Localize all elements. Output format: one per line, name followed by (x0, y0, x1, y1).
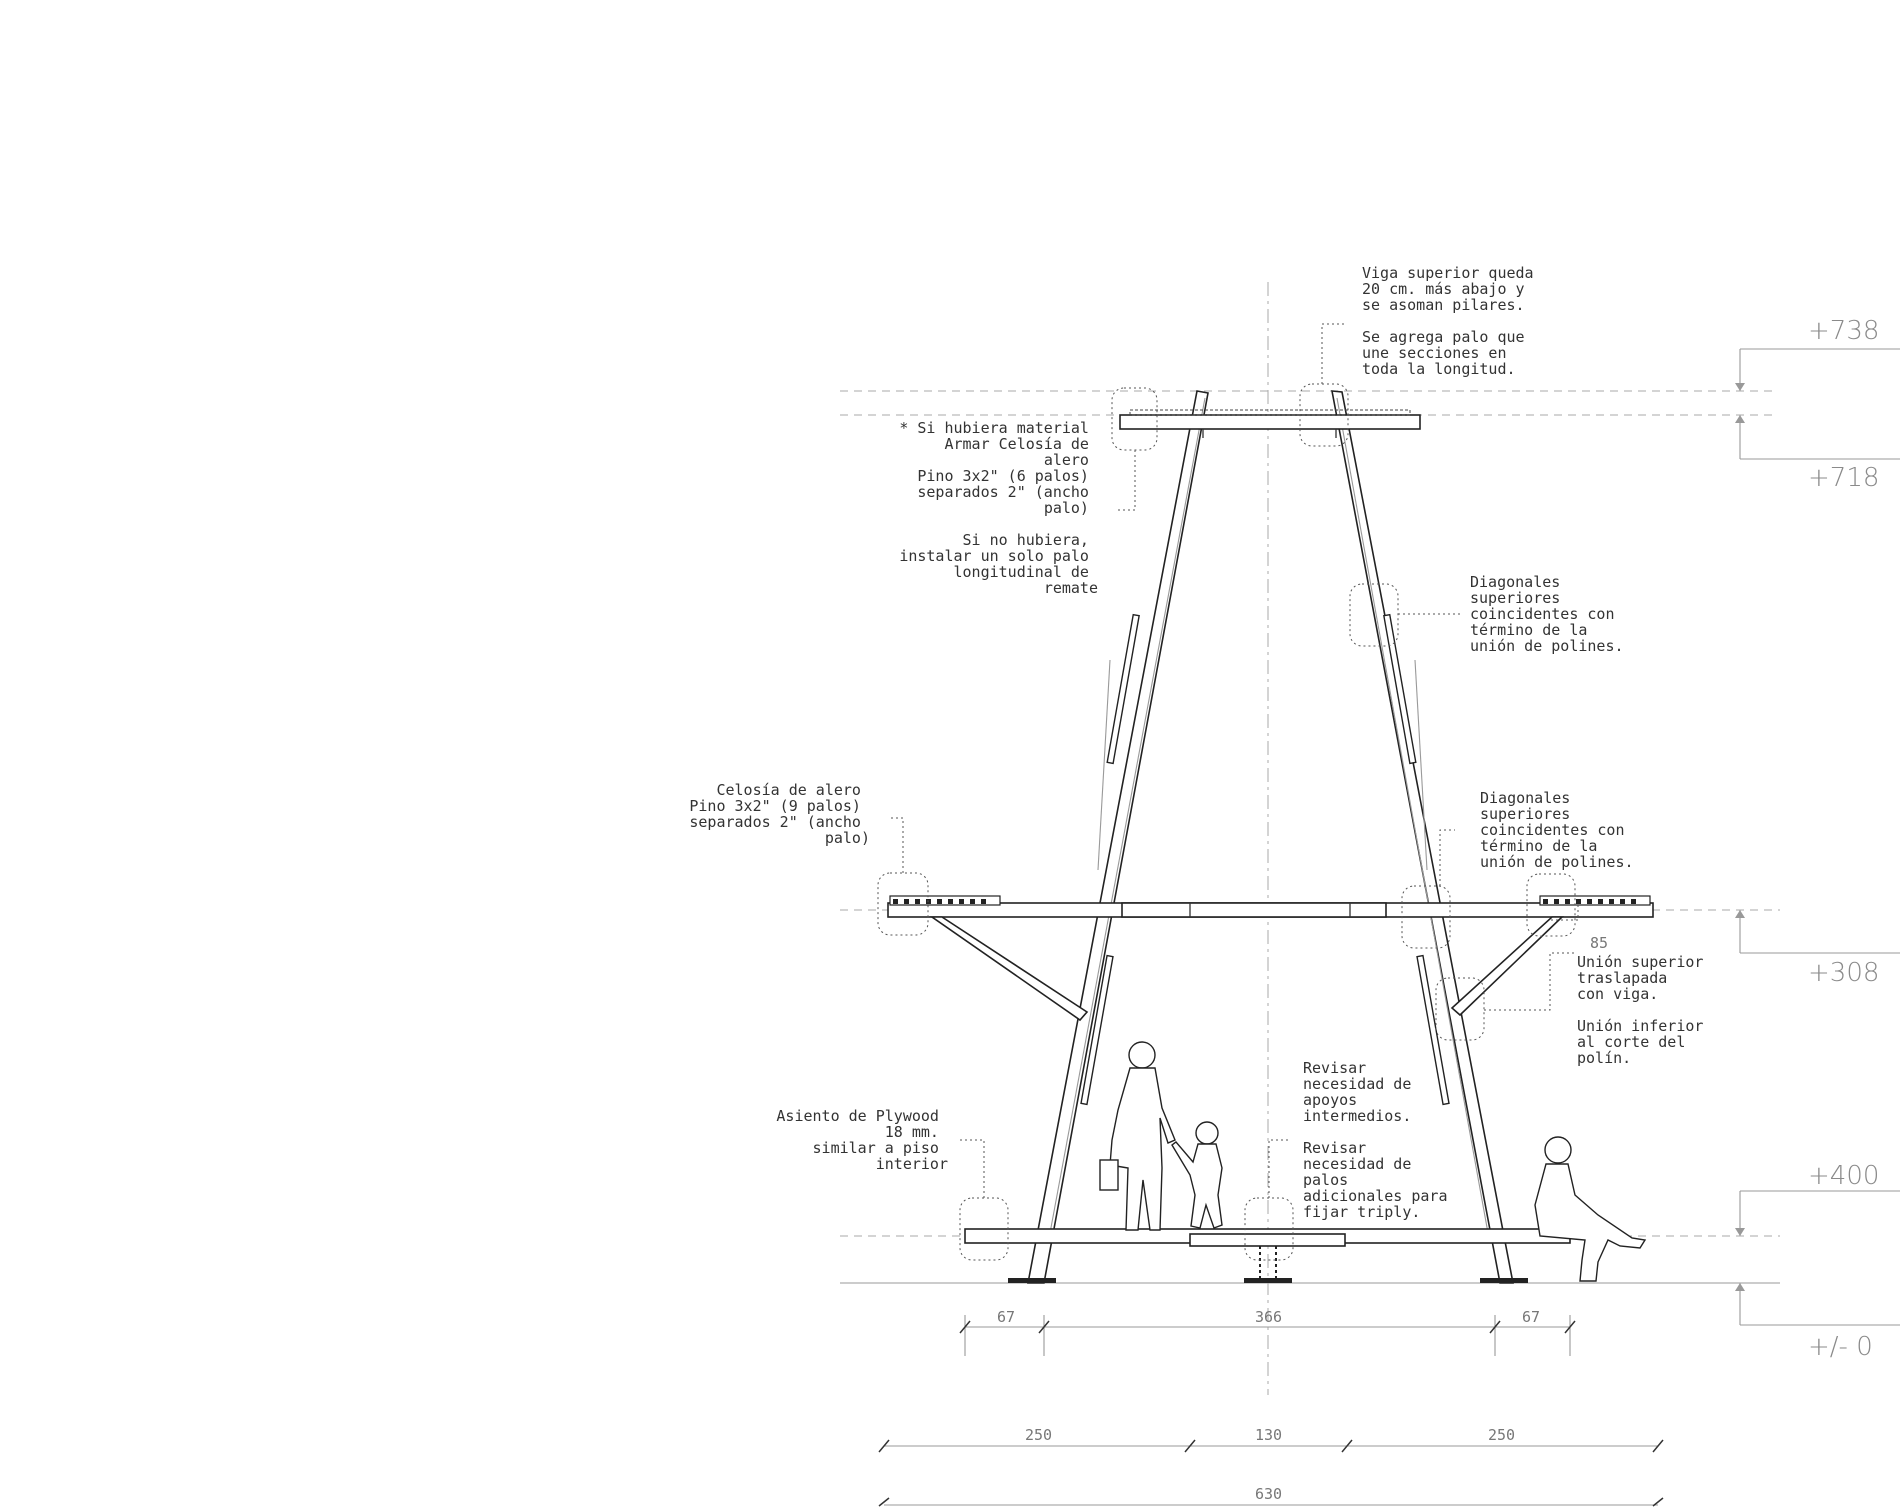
note-line: Diagonales (1480, 789, 1570, 807)
note-line: superiores (1470, 589, 1560, 607)
note-line: al corte del (1577, 1033, 1685, 1051)
human-figures-icon (1099, 1041, 1647, 1282)
note-viga-superior: Viga superior queda 20 cm. más abajo y s… (1362, 264, 1543, 378)
note-line: instalar un solo palo (899, 547, 1089, 565)
note-line: Diagonales (1470, 573, 1560, 591)
detail-callouts (877, 323, 1579, 1261)
note-line: apoyos (1303, 1091, 1357, 1109)
note-line: alero (1044, 451, 1089, 469)
note-line: palos (1303, 1171, 1348, 1189)
dimension-lines: 85 67 366 67 250 130 250 630 (878, 934, 1664, 1507)
note-line: 20 cm. más abajo y (1362, 280, 1525, 298)
note-line: fijar triply. (1303, 1203, 1420, 1221)
note-line: separados 2" (ancho (689, 813, 861, 831)
note-line: coincidentes con (1470, 605, 1615, 623)
level-label-0: +/- 0 (1808, 1332, 1873, 1362)
note-line: palo) (825, 829, 870, 847)
note-line: Pino 3x2" (9 palos) (689, 797, 861, 815)
note-line: adicionales para (1303, 1187, 1448, 1205)
note-line: necesidad de (1303, 1075, 1411, 1093)
note-line: Revisar (1303, 1139, 1366, 1157)
dim-130: 130 (1255, 1426, 1282, 1444)
level-label-400: +400 (1808, 1161, 1879, 1191)
dim-85: 85 (1590, 934, 1608, 952)
level-markers: +738 +718 +308 +400 +/- 0 (1735, 316, 1900, 1362)
note-line: polín. (1577, 1049, 1631, 1067)
note-line: unión de polines. (1470, 637, 1624, 655)
note-line: Celosía de alero (716, 781, 861, 799)
annotation-notes: Viga superior queda 20 cm. más abajo y s… (689, 264, 1712, 1221)
note-line: superiores (1480, 805, 1570, 823)
note-line: separados 2" (ancho (917, 483, 1089, 501)
dim-630: 630 (1255, 1485, 1282, 1503)
dim-366: 366 (1255, 1308, 1282, 1326)
dim-67-right: 67 (1522, 1308, 1540, 1326)
note-line: intermedios. (1303, 1107, 1411, 1125)
level-label-308: +308 (1808, 958, 1879, 988)
note-line: Armar Celosía de (944, 435, 1089, 453)
note-revisar: Revisar necesidad de apoyos intermedios.… (1303, 1059, 1457, 1221)
note-celosia-alero-top: * Si hubiera material Armar Celosía de a… (899, 419, 1098, 597)
note-celosia-alero-mid: Celosía de alero Pino 3x2" (9 palos) sep… (689, 781, 870, 847)
note-line: interior (876, 1155, 948, 1173)
note-line: traslapada (1577, 969, 1667, 987)
note-line: 18 mm. (885, 1123, 939, 1141)
note-line: Unión superior (1577, 953, 1703, 971)
note-line: Pino 3x2" (6 palos) (917, 467, 1089, 485)
note-line: une secciones en (1362, 344, 1507, 362)
note-line: Asiento de Plywood (776, 1107, 939, 1125)
note-line: Se agrega palo que (1362, 328, 1525, 346)
note-line: Unión inferior (1577, 1017, 1703, 1035)
note-line: toda la longitud. (1362, 360, 1516, 378)
note-line: necesidad de (1303, 1155, 1411, 1173)
a-frame-structure (887, 390, 1654, 1284)
note-union: Unión superior traslapada con viga. Unió… (1577, 953, 1712, 1067)
note-line: Revisar (1303, 1059, 1366, 1077)
note-line: Si no hubiera, (963, 531, 1089, 549)
note-asiento: Asiento de Plywood 18 mm. similar a piso… (776, 1107, 948, 1173)
note-line: coincidentes con (1480, 821, 1625, 839)
dim-250-right: 250 (1488, 1426, 1515, 1444)
note-line: se asoman pilares. (1362, 296, 1525, 314)
dim-250-left: 250 (1025, 1426, 1052, 1444)
note-line: término de la (1470, 621, 1587, 639)
note-line: palo) (1044, 499, 1089, 517)
note-diagonales-upper: Diagonales superiores coincidentes con t… (1470, 573, 1624, 655)
note-line: con viga. (1577, 985, 1658, 1003)
note-line: remate (1044, 579, 1098, 597)
dim-67-left: 67 (997, 1308, 1015, 1326)
note-line: similar a piso (813, 1139, 939, 1157)
note-line: longitudinal de (954, 563, 1089, 581)
note-line: * Si hubiera material (899, 419, 1089, 437)
note-line: término de la (1480, 837, 1597, 855)
level-label-738: +738 (1808, 316, 1879, 346)
note-line: Viga superior queda (1362, 264, 1534, 282)
note-line: unión de polines. (1480, 853, 1634, 871)
level-label-718: +718 (1808, 463, 1879, 493)
note-diagonales-mid: Diagonales superiores coincidentes con t… (1480, 789, 1634, 871)
